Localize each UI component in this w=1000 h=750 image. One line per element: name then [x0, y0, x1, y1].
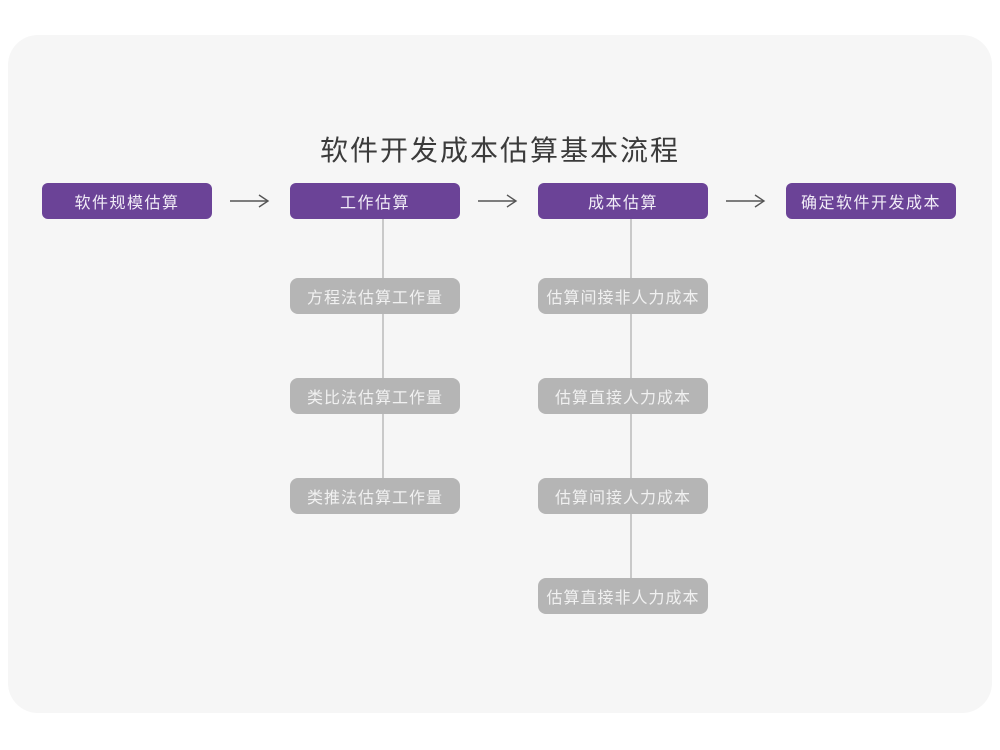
arrow-right-icon [230, 194, 270, 208]
node-software-scale-estimation: 软件规模估算 [42, 183, 212, 219]
diagram-title: 软件开发成本估算基本流程 [319, 135, 680, 166]
node-indirect-labor-cost: 估算间接人力成本 [538, 478, 708, 514]
connector-work-estimation-column [382, 219, 384, 481]
node-determine-software-development-cost: 确定软件开发成本 [786, 183, 956, 219]
node-direct-non-labor-cost: 估算直接非人力成本 [538, 578, 708, 614]
arrow-right-icon [478, 194, 518, 208]
node-direct-labor-cost: 估算直接人力成本 [538, 378, 708, 414]
node-cost-estimation: 成本估算 [538, 183, 708, 219]
node-equation-method-workload: 方程法估算工作量 [290, 278, 460, 314]
node-indirect-non-labor-cost: 估算间接非人力成本 [538, 278, 708, 314]
node-work-estimation: 工作估算 [290, 183, 460, 219]
node-analogy-method-workload: 类比法估算工作量 [290, 378, 460, 414]
node-extrapolation-method-workload: 类推法估算工作量 [290, 478, 460, 514]
flowchart-card: 软件开发成本估算基本流程 软件规模估算 工作估算 成本估算 确定软件开发成本 方… [8, 35, 992, 713]
arrow-right-icon [726, 194, 766, 208]
